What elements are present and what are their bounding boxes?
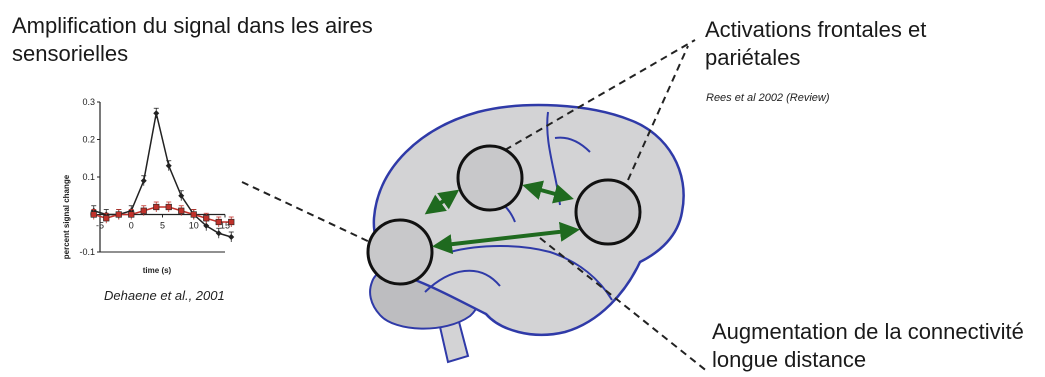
chart-point xyxy=(228,234,234,240)
chart-xtick-label: -5 xyxy=(96,221,104,231)
chart-ytick-label: 0.1 xyxy=(82,172,95,182)
chart-point xyxy=(191,212,197,218)
chart-point xyxy=(153,110,159,116)
chart-point xyxy=(216,219,222,225)
chart-point xyxy=(153,204,159,210)
chart-xtick-label: 10 xyxy=(189,221,199,231)
chart-xtick-label: 5 xyxy=(160,221,165,231)
chart-ytick-label: -0.1 xyxy=(79,247,95,257)
chart-ytick-label: 0.2 xyxy=(82,135,95,145)
chart-series-line xyxy=(94,113,232,237)
chart-point xyxy=(141,178,147,184)
chart-point xyxy=(166,204,172,210)
chart-xtick-label: 0 xyxy=(129,221,134,231)
chart-point xyxy=(128,212,134,218)
activation-circle-top xyxy=(458,146,522,210)
leader-line-left xyxy=(242,182,374,244)
chart-point xyxy=(91,212,97,218)
chart-point xyxy=(103,215,109,221)
chart-point xyxy=(166,163,172,169)
chart-point xyxy=(203,215,209,221)
chart-point xyxy=(228,219,234,225)
activation-circle-frontal-left xyxy=(368,220,432,284)
activation-circle-parietal xyxy=(576,180,640,244)
chart-xlabel: time (s) xyxy=(143,266,172,275)
chart-point xyxy=(178,208,184,214)
chart-point xyxy=(116,212,122,218)
chart-point xyxy=(141,208,147,214)
chart-ylabel: percent signal change xyxy=(62,174,71,259)
chart-ytick-label: 0.3 xyxy=(82,97,95,107)
